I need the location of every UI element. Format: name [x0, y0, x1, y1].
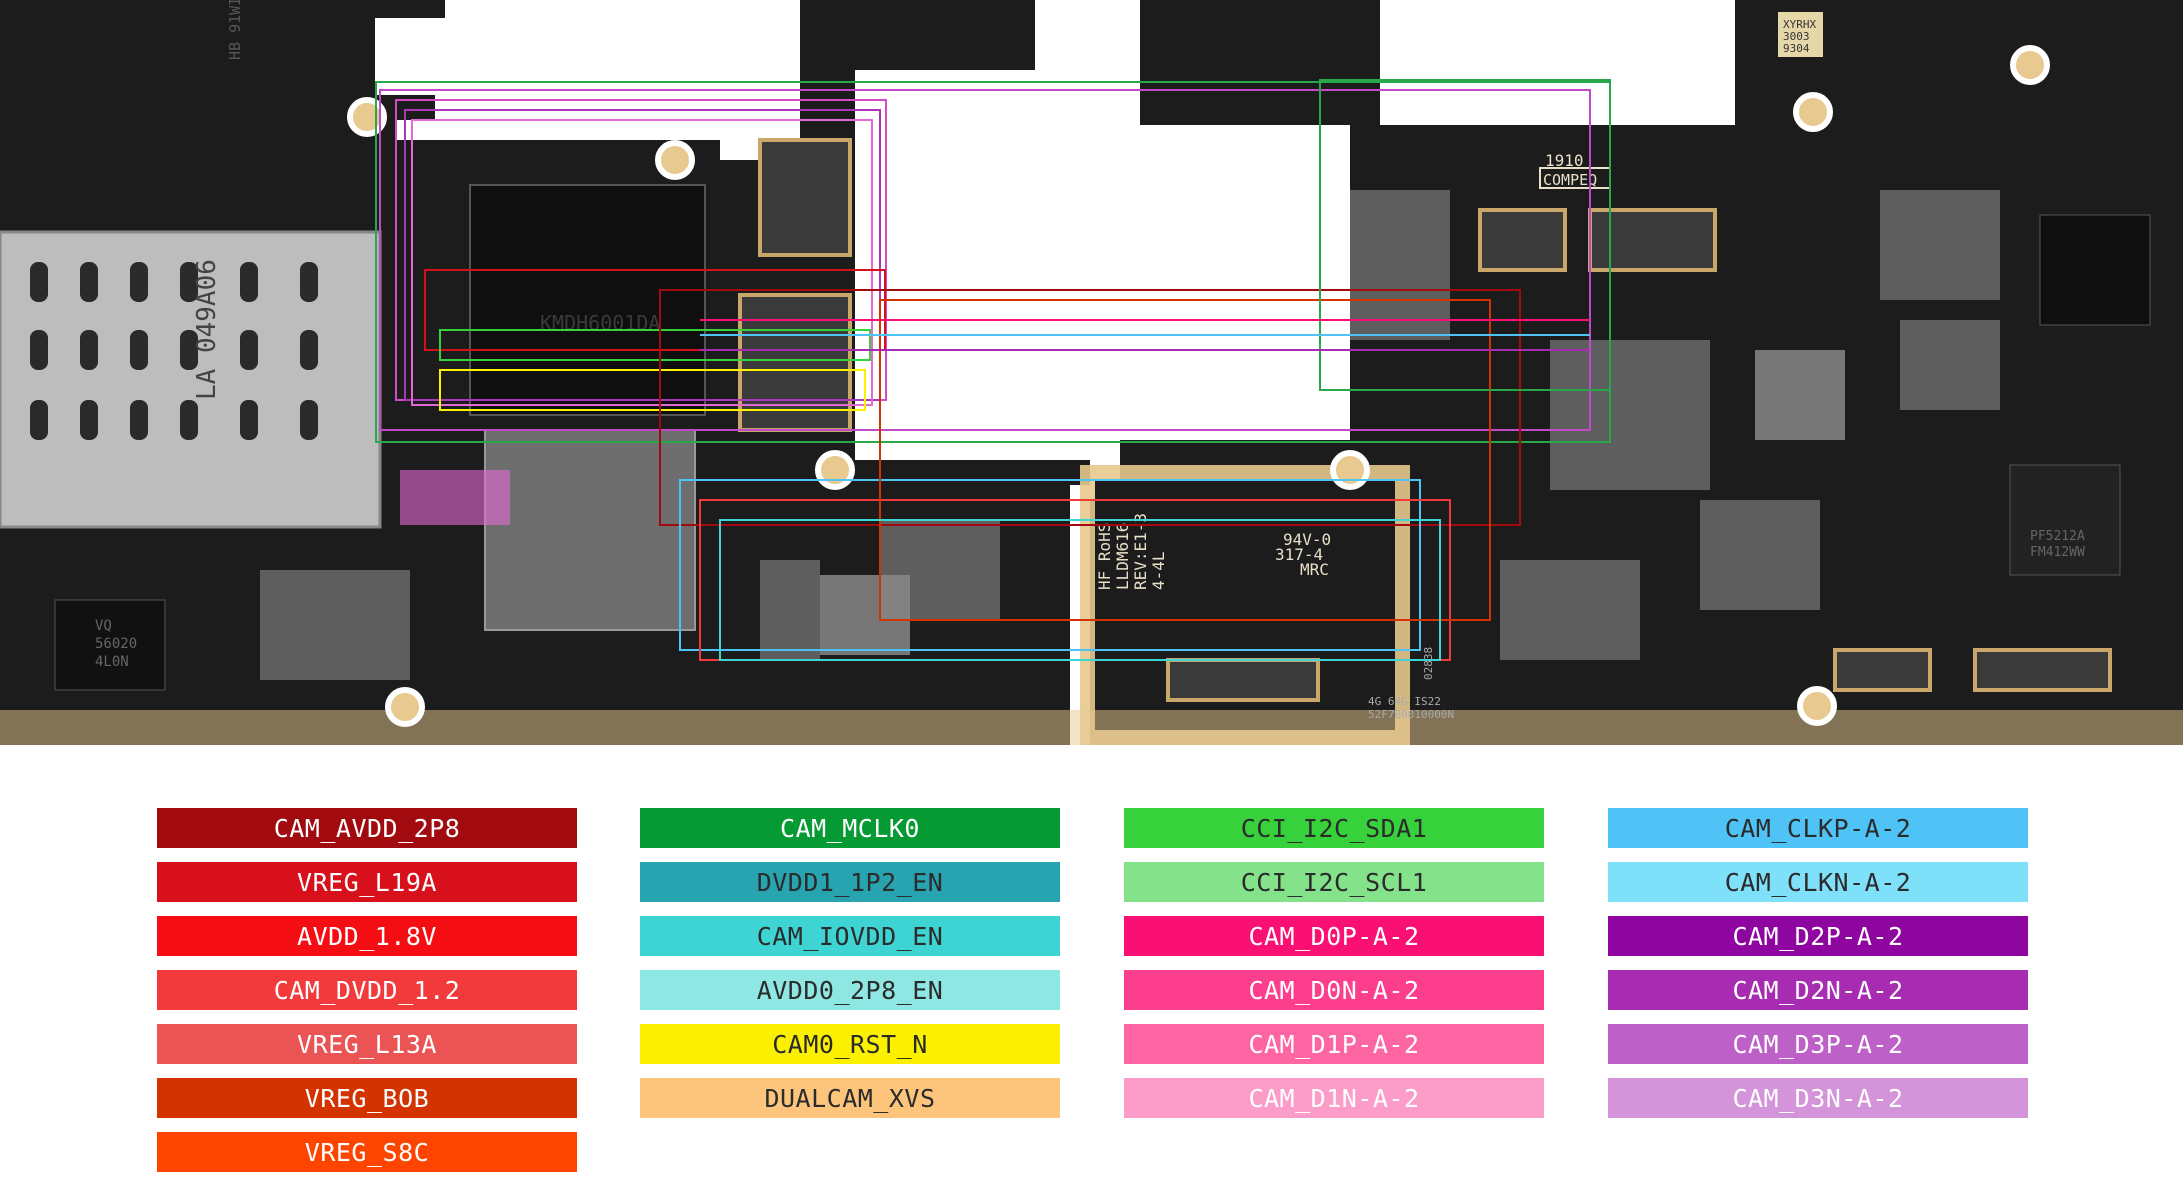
- silkscreen-text: 9304: [1783, 42, 1810, 55]
- legend-item-cam-avdd-2p8: CAM_AVDD_2P8: [157, 808, 577, 848]
- legend-item-cci-i2c-scl1: CCI_I2C_SCL1: [1124, 862, 1544, 902]
- legend-item-cam-clkp-a-2: CAM_CLKP-A-2: [1608, 808, 2028, 848]
- legend-item-avdd0-2p8-en: AVDD0_2P8_EN: [640, 970, 1060, 1010]
- silkscreen-text: 4L0N: [95, 654, 129, 670]
- silkscreen-text: 02838: [1422, 647, 1435, 680]
- connector: [1166, 658, 1320, 702]
- legend-item-cam-iovdd-en: CAM_IOVDD_EN: [640, 916, 1060, 956]
- legend-item-cam-clkn-a-2: CAM_CLKN-A-2: [1608, 862, 2028, 902]
- legend-item-avdd-1-8v: AVDD_1.8V: [157, 916, 577, 956]
- legend-item-cam-d0n-a-2: CAM_D0N-A-2: [1124, 970, 1544, 1010]
- legend-item-dualcam-xvs: DUALCAM_XVS: [640, 1078, 1060, 1118]
- silkscreen-text: HB 91WIA: [226, 0, 244, 60]
- silkscreen-text: 1910: [1545, 151, 1584, 170]
- legend-item-dvdd1-1p2-en: DVDD1_1P2_EN: [640, 862, 1060, 902]
- silkscreen-text: FM412WW: [2030, 545, 2085, 560]
- silkscreen-text: MRC: [1300, 560, 1329, 579]
- legend-item-cam-dvdd-1-2: CAM_DVDD_1.2: [157, 970, 577, 1010]
- silkscreen-text: 317-4: [1275, 545, 1323, 564]
- legend-item-cam-mclk0: CAM_MCLK0: [640, 808, 1060, 848]
- silkscreen-text: 52F7B0010000N: [1368, 708, 1454, 721]
- memory-chip: [469, 184, 706, 416]
- legend-item-cci-i2c-sda1: CCI_I2C_SDA1: [1124, 808, 1544, 848]
- silkscreen-text: REV:E1-3: [1131, 513, 1150, 590]
- legend-item-cam-d2p-a-2: CAM_D2P-A-2: [1608, 916, 2028, 956]
- legend-item-vreg-l13a: VREG_L13A: [157, 1024, 577, 1064]
- silkscreen-text: 56020: [95, 636, 137, 652]
- silkscreen-text: LLDM616: [1113, 523, 1132, 590]
- legend-item-cam-d3n-a-2: CAM_D3N-A-2: [1608, 1078, 2028, 1118]
- silkscreen-text: KMDH6001DA: [540, 311, 660, 335]
- soc-bga: [484, 429, 696, 631]
- silkscreen-text: LA 049A06: [192, 259, 222, 400]
- silkscreen-text: 4G 64G IS22: [1368, 695, 1441, 708]
- legend-item-vreg-bob: VREG_BOB: [157, 1078, 577, 1118]
- pcb-board-image: LA 049A06 KMDH6001DA VQ 56020 4L0N PF521…: [0, 0, 2183, 745]
- legend-item-cam-d1n-a-2: CAM_D1N-A-2: [1124, 1078, 1544, 1118]
- connector: [1833, 648, 1932, 692]
- silkscreen-text: HF RoHS: [1095, 523, 1114, 590]
- connector: [1588, 208, 1717, 272]
- silkscreen-text: PF5212A: [2030, 529, 2085, 544]
- legend-item-vreg-l19a: VREG_L19A: [157, 862, 577, 902]
- silkscreen-text: COMPEQ: [1543, 171, 1597, 189]
- legend-item-cam-d3p-a-2: CAM_D3P-A-2: [1608, 1024, 2028, 1064]
- silkscreen-text: 4-4L: [1149, 551, 1168, 590]
- connector: [1973, 648, 2112, 692]
- legend-item-cam-d0p-a-2: CAM_D0P-A-2: [1124, 916, 1544, 956]
- legend-item-vreg-s8c: VREG_S8C: [157, 1132, 577, 1172]
- legend-item-cam-d1p-a-2: CAM_D1P-A-2: [1124, 1024, 1544, 1064]
- silkscreen-text: VQ: [95, 618, 112, 634]
- connector: [758, 138, 852, 257]
- legend-item-cam-d2n-a-2: CAM_D2N-A-2: [1608, 970, 2028, 1010]
- silkscreen-text: 94V-0: [1283, 530, 1331, 549]
- connector: [1478, 208, 1567, 272]
- silkscreen-text: XYRHX: [1783, 18, 1816, 31]
- legend-item-cam0-rst-n: CAM0_RST_N: [640, 1024, 1060, 1064]
- silkscreen-text: 3003: [1783, 30, 1810, 43]
